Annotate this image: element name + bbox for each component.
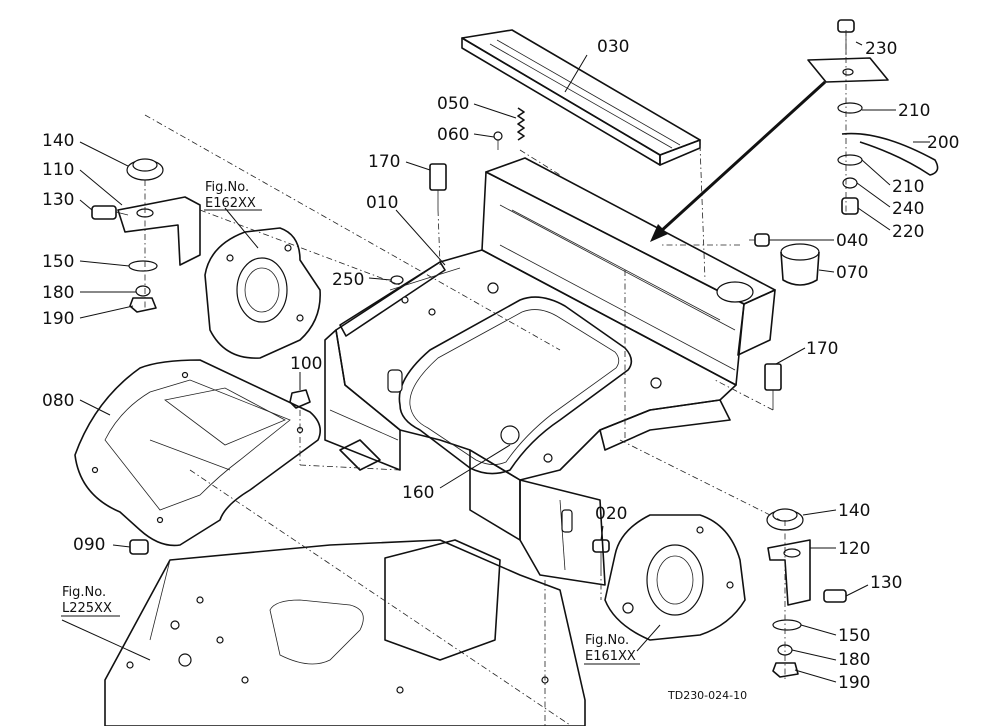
housing-e161 [604, 514, 746, 641]
label-150-left: 150 [42, 252, 74, 272]
label-170-lower: 170 [806, 339, 838, 359]
label-200: 200 [927, 133, 959, 153]
top-cover-plate-030 [461, 29, 701, 166]
fig-ref-e161-number: E161XX [585, 649, 636, 664]
floor-base-l225 [104, 539, 586, 726]
label-020: 020 [595, 504, 627, 524]
label-100: 100 [290, 354, 322, 374]
fig-ref-e161-prefix: Fig.No. [585, 633, 629, 648]
label-140-right: 140 [838, 501, 870, 521]
label-130-right: 130 [870, 573, 902, 593]
label-230: 230 [865, 39, 897, 59]
label-110: 110 [42, 160, 74, 180]
label-120: 120 [838, 539, 870, 559]
label-210-lower: 210 [892, 177, 924, 197]
main-frame-010 [324, 157, 776, 586]
label-070: 070 [836, 263, 868, 283]
fig-ref-e162-number: E162XX [205, 196, 256, 211]
right-mount-set [766, 508, 847, 678]
label-250: 250 [332, 270, 364, 290]
label-140-left: 140 [42, 131, 74, 151]
label-090: 090 [73, 535, 105, 555]
label-130-left: 130 [42, 190, 74, 210]
label-030: 030 [597, 37, 629, 57]
label-190-left: 190 [42, 309, 74, 329]
label-180-right: 180 [838, 650, 870, 670]
step-plate-080 [74, 359, 321, 547]
drawing-code: TD230-024-10 [667, 689, 747, 702]
label-220: 220 [892, 222, 924, 242]
label-150-right: 150 [838, 626, 870, 646]
fig-ref-e162-prefix: Fig.No. [205, 180, 249, 195]
housing-e162 [204, 227, 321, 359]
label-010: 010 [366, 193, 398, 213]
small-hardware [129, 19, 939, 570]
fig-ref-l225-prefix: Fig.No. [62, 585, 106, 600]
label-190-right: 190 [838, 673, 870, 693]
assembly-arrow [650, 80, 827, 242]
left-mount-set [91, 158, 201, 313]
label-050: 050 [437, 94, 469, 114]
label-160: 160 [402, 483, 434, 503]
label-170-upper: 170 [368, 152, 400, 172]
label-080: 080 [42, 391, 74, 411]
center-lines [144, 30, 847, 726]
label-040: 040 [836, 231, 868, 251]
label-060: 060 [437, 125, 469, 145]
leader-lines [61, 41, 930, 683]
figure-references: Fig.No. E162XX Fig.No. L225XX Fig.No. E1… [61, 180, 640, 665]
label-180-left: 180 [42, 283, 74, 303]
label-240: 240 [892, 199, 924, 219]
label-210-upper: 210 [898, 101, 930, 121]
fig-ref-l225-number: L225XX [62, 601, 112, 616]
part-labels: 030 230 050 060 210 200 140 110 170 210 … [42, 37, 959, 693]
